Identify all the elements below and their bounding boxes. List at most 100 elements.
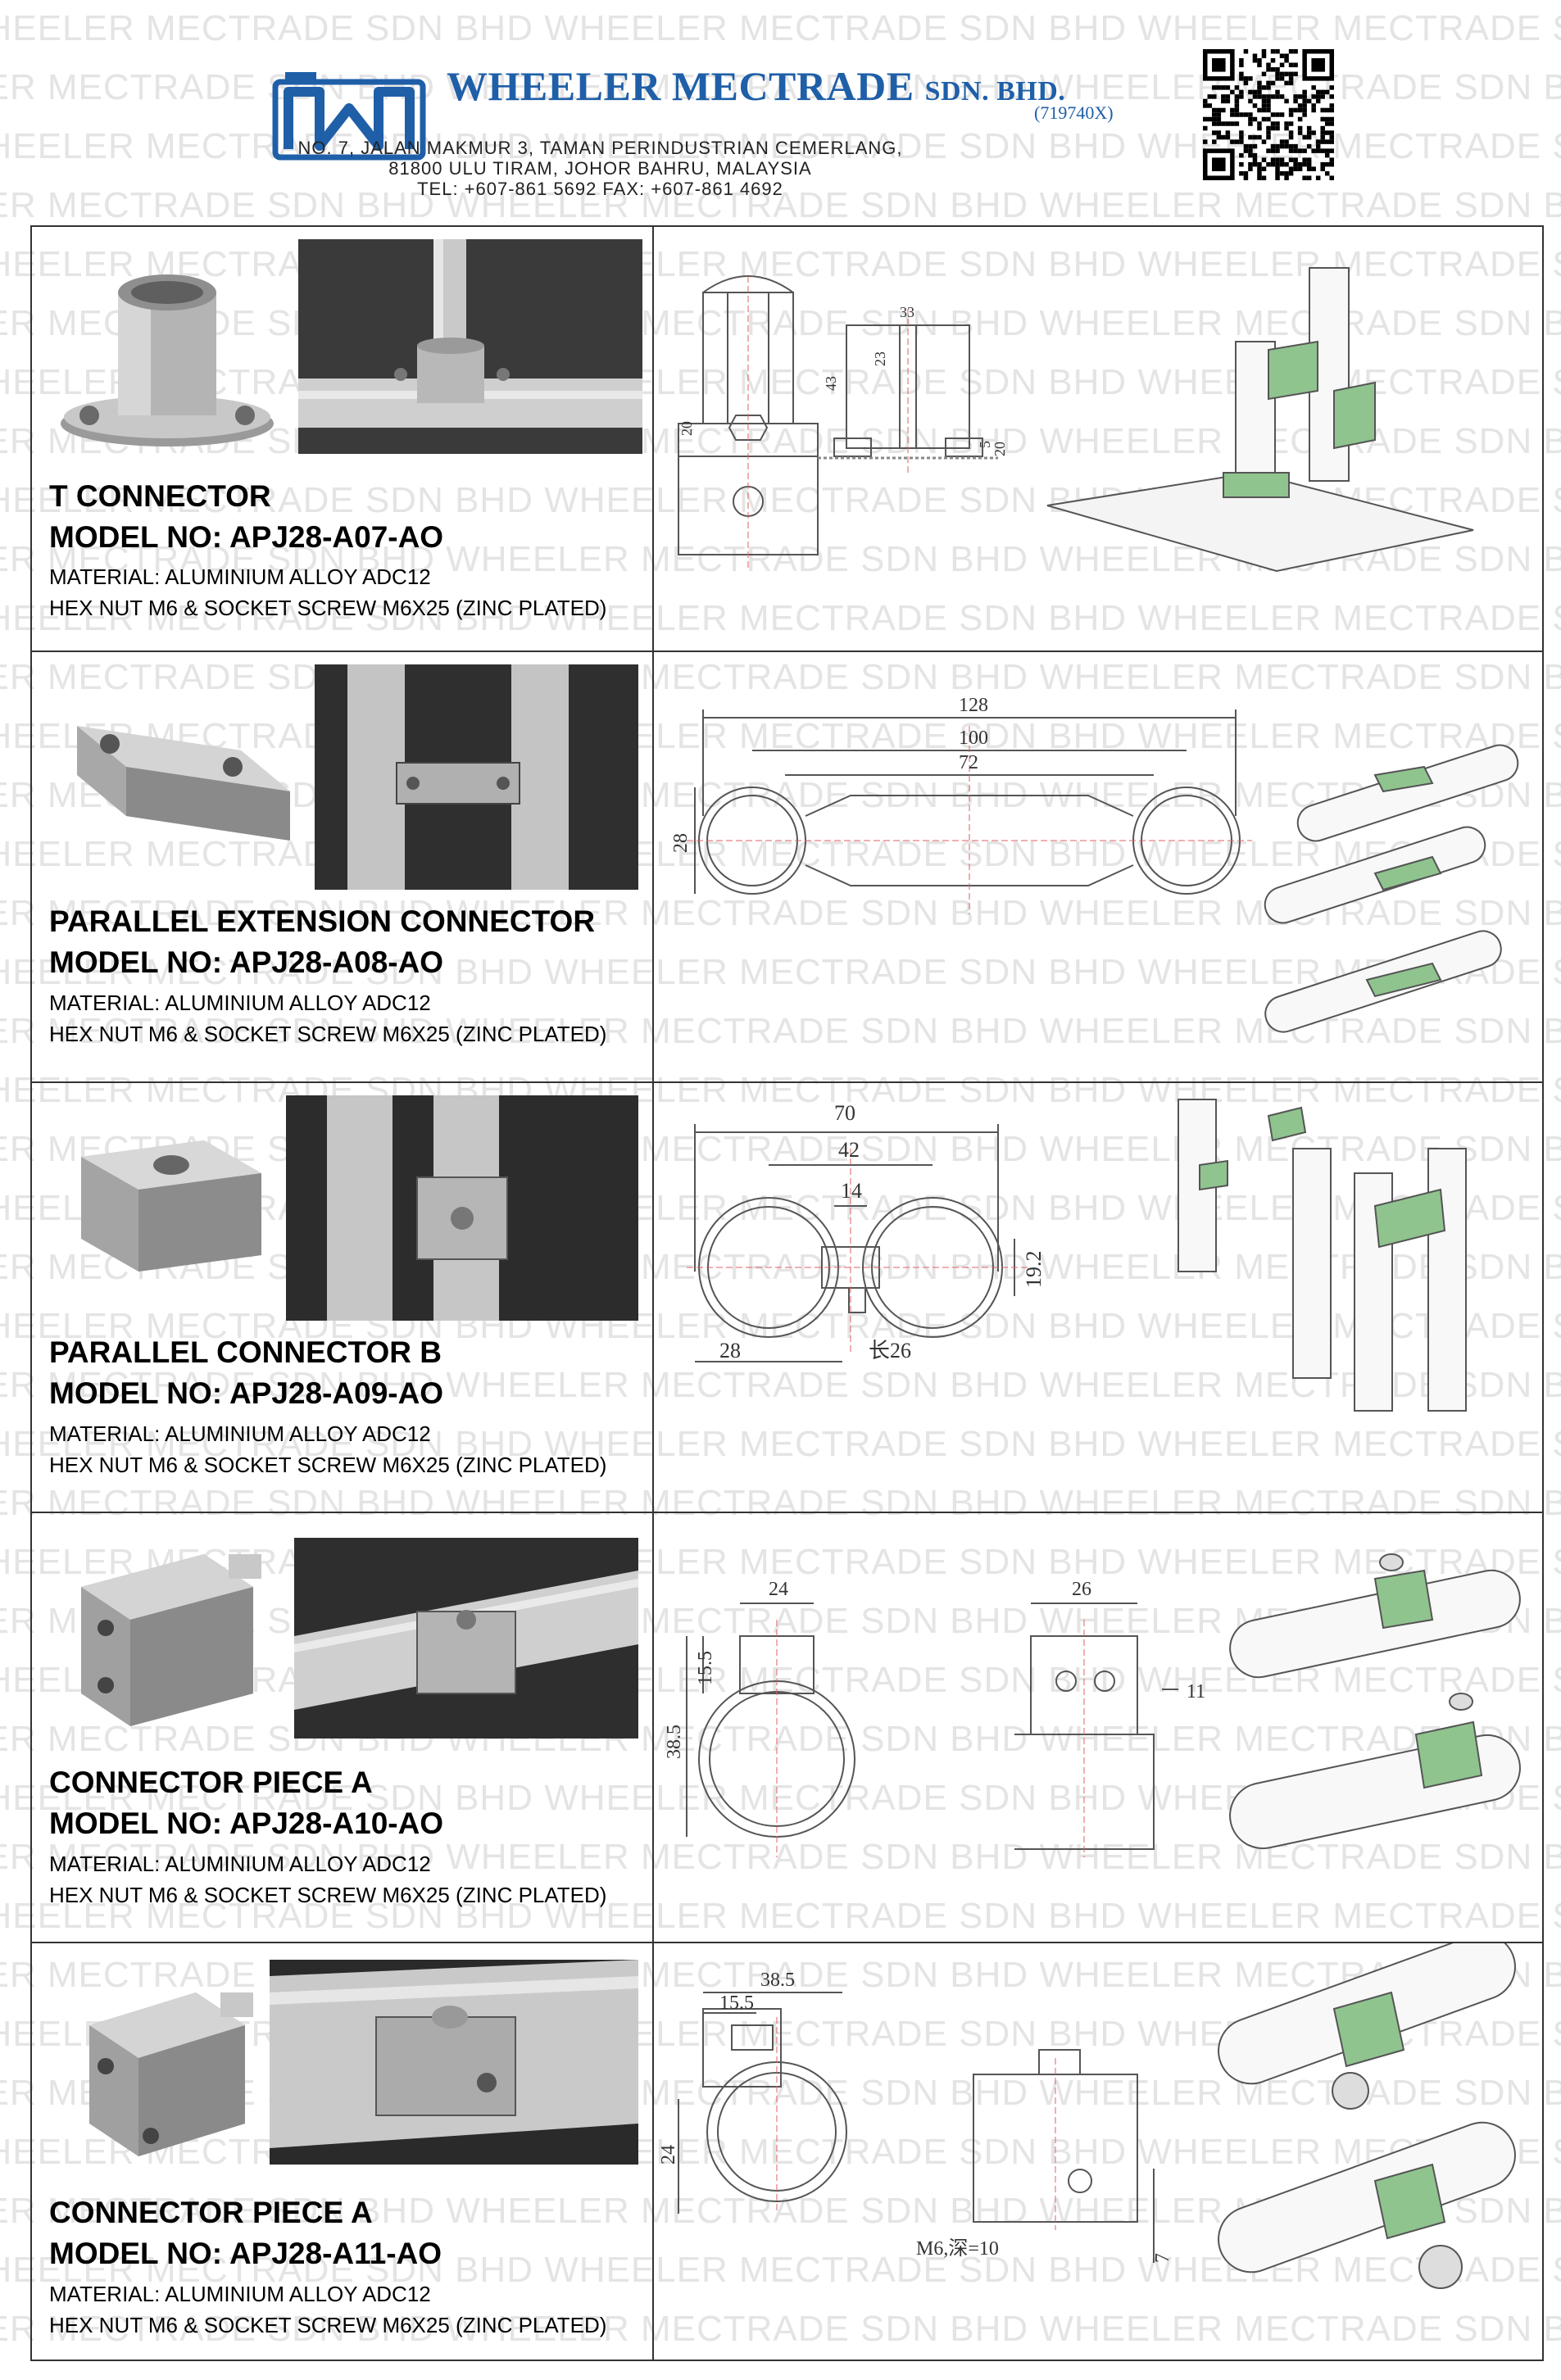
watermark-text: WHEELER MECTRADE SDN BHD WHEELER MECTRAD…	[0, 1955, 1561, 1995]
watermark-text: WHEELER MECTRADE SDN BHD WHEELER MECTRAD…	[0, 185, 1561, 225]
company-name: WHEELER MECTRADE SDN. BHD.	[447, 63, 1066, 109]
product-photo	[61, 274, 274, 447]
product-hardware: HEX NUT M6 & SOCKET SCREW M6X25 (ZINC PL…	[49, 2313, 607, 2337]
watermark-text: WHEELER MECTRADE SDN BHD WHEELER MECTRAD…	[0, 2309, 1561, 2349]
product-drawing-cell: 20 43 23 33 5 20	[654, 227, 1542, 651]
watermark-text: WHEELER MECTRADE SDN BHD WHEELER MECTRAD…	[0, 8, 1561, 48]
product-hardware: HEX NUT M6 & SOCKET SCREW M6X25 (ZINC PL…	[49, 1453, 607, 1477]
product-installed-photo	[298, 239, 642, 454]
dimension-label: 43	[823, 376, 839, 391]
product-drawing-cell: 38.5 15.5 24 M6,深=10 7	[654, 1943, 1542, 2360]
product-row: CONNECTOR PIECE A MODEL NO: APJ28-A10-AO…	[32, 1513, 1542, 1943]
dimension-label: 7	[1152, 2253, 1173, 2263]
product-photo	[81, 1554, 261, 1726]
address-line-2: 81800 ULU TIRAM, JOHOR BAHRU, MALAYSIA	[388, 158, 812, 179]
watermark-text: WHEELER MECTRADE SDN BHD WHEELER MECTRAD…	[0, 244, 1561, 284]
technical-drawing: 128 100 72 28	[670, 695, 1519, 1033]
assembly-illustration	[1264, 744, 1519, 1033]
product-model: MODEL NO: APJ28-A10-AO	[49, 1807, 444, 1840]
product-info-cell: CONNECTOR PIECE A MODEL NO: APJ28-A11-AO…	[32, 1943, 654, 2360]
product-material: MATERIAL: ALUMINIUM ALLOY ADC12	[49, 564, 431, 589]
qr-code[interactable]	[1203, 49, 1334, 180]
address-line-1: NO. 7, JALAN MAKMUR 3, TAMAN PERINDUSTRI…	[297, 138, 903, 158]
product-hardware: HEX NUT M6 & SOCKET SCREW M6X25 (ZINC PL…	[49, 596, 607, 620]
dimension-label: 24	[769, 1579, 788, 1600]
product-info-cell: CONNECTOR PIECE A MODEL NO: APJ28-A10-AO…	[32, 1513, 654, 1942]
product-material: MATERIAL: ALUMINIUM ALLOY ADC12	[49, 1421, 431, 1446]
dimension-label: 128	[959, 695, 988, 716]
product-name: PARALLEL EXTENSION CONNECTOR	[49, 904, 596, 938]
technical-drawing: 20 43 23 33 5 20	[678, 267, 1474, 573]
registration-number: (719740X)	[1034, 102, 1114, 123]
product-row: PARALLEL CONNECTOR B MODEL NO: APJ28-A09…	[32, 1083, 1542, 1513]
assembly-illustration	[1229, 1553, 1521, 1850]
product-material: MATERIAL: ALUMINIUM ALLOY ADC12	[49, 991, 431, 1015]
technical-drawing: 70 42 14 19.2 28 长26	[687, 1099, 1467, 1412]
assembly-illustration	[1178, 1099, 1467, 1412]
product-drawing-cell: 24 15.5 38.5 26 11	[654, 1513, 1542, 1942]
product-info-cell: T CONNECTOR MODEL NO: APJ28-A07-AO MATER…	[32, 227, 654, 651]
product-model: MODEL NO: APJ28-A11-AO	[49, 2237, 442, 2270]
watermark-text: WHEELER MECTRADE SDN BHD WHEELER MECTRAD…	[0, 952, 1561, 992]
dimension-label: 5	[977, 441, 993, 448]
dimension-label: 长26	[869, 1339, 911, 1362]
product-photo	[89, 1992, 253, 2156]
watermark-text: WHEELER MECTRADE SDN BHD WHEELER MECTRAD…	[0, 2132, 1561, 2172]
dimension-label: 72	[959, 752, 978, 773]
product-material: MATERIAL: ALUMINIUM ALLOY ADC12	[49, 2282, 431, 2306]
watermark-text: WHEELER MECTRADE SDN BHD WHEELER MECTRAD…	[0, 67, 1561, 107]
dimension-label: 11	[1187, 1681, 1205, 1702]
watermark-text: WHEELER MECTRADE SDN BHD WHEELER MECTRAD…	[0, 716, 1561, 756]
watermark-text: WHEELER MECTRADE SDN BHD WHEELER MECTRAD…	[0, 657, 1561, 697]
letterhead: WHEELER MECTRADE SDN. BHD. (719740X) NO.…	[0, 0, 1561, 221]
dimension-label: 15.5	[695, 1651, 716, 1685]
watermark-text: WHEELER MECTRADE SDN BHD WHEELER MECTRAD…	[0, 1424, 1561, 1464]
product-info-cell: PARALLEL EXTENSION CONNECTOR MODEL NO: A…	[32, 652, 654, 1081]
contact-line: TEL: +607-861 5692 FAX: +607-861 4692	[417, 179, 783, 199]
dimension-label: 19.2	[1022, 1251, 1046, 1289]
watermark-text: WHEELER MECTRADE SDN BHD WHEELER MECTRAD…	[0, 1070, 1561, 1110]
watermark-text: WHEELER MECTRADE SDN BHD WHEELER MECTRAD…	[0, 1896, 1561, 1936]
product-installed-photo	[315, 664, 638, 890]
product-photo	[77, 726, 290, 841]
dimension-label: 28	[719, 1339, 741, 1362]
product-model: MODEL NO: APJ28-A08-AO	[49, 945, 444, 979]
product-info-cell: PARALLEL CONNECTOR B MODEL NO: APJ28-A09…	[32, 1083, 654, 1512]
watermark-text: WHEELER MECTRADE SDN BHD WHEELER MECTRAD…	[0, 1719, 1561, 1759]
product-row: PARALLEL EXTENSION CONNECTOR MODEL NO: A…	[32, 652, 1542, 1083]
product-name: CONNECTOR PIECE A	[49, 2196, 373, 2229]
product-material: MATERIAL: ALUMINIUM ALLOY ADC12	[49, 1852, 431, 1876]
product-installed-photo	[294, 1538, 638, 1739]
assembly-illustration	[1218, 1943, 1516, 2289]
product-installed-photo	[286, 1095, 638, 1321]
dimension-label: 24	[658, 2145, 679, 2165]
technical-drawing: 24 15.5 38.5 26 11	[664, 1553, 1521, 1857]
company-logo	[272, 72, 426, 161]
dimension-label: 20	[678, 421, 695, 436]
dimension-label: 26	[1072, 1579, 1091, 1600]
product-catalog-table: T CONNECTOR MODEL NO: APJ28-A07-AO MATER…	[30, 225, 1544, 2361]
dimension-label: 20	[992, 442, 1008, 456]
watermark-text: WHEELER MECTRADE SDN BHD WHEELER MECTRAD…	[0, 303, 1561, 343]
product-photo	[81, 1140, 261, 1272]
dimension-label: 42	[838, 1138, 860, 1162]
dimension-label: 33	[900, 304, 914, 320]
product-hardware: HEX NUT M6 & SOCKET SCREW M6X25 (ZINC PL…	[49, 1022, 607, 1046]
dimension-label: 100	[959, 728, 988, 749]
product-drawing-cell: 128 100 72 28	[654, 652, 1542, 1081]
watermark-text: WHEELER MECTRADE SDN BHD WHEELER MECTRAD…	[0, 598, 1561, 638]
product-model: MODEL NO: APJ28-A07-AO	[49, 520, 444, 554]
dimension-label: 38.5	[760, 1970, 795, 1991]
watermark-text: WHEELER MECTRADE SDN BHD WHEELER MECTRAD…	[0, 1483, 1561, 1523]
watermark-text: WHEELER MECTRADE SDN BHD WHEELER MECTRAD…	[0, 1837, 1561, 1877]
product-name: PARALLEL CONNECTOR B	[49, 1335, 442, 1369]
product-row: T CONNECTOR MODEL NO: APJ28-A07-AO MATER…	[32, 227, 1542, 652]
product-model: MODEL NO: APJ28-A09-AO	[49, 1376, 444, 1410]
product-hardware: HEX NUT M6 & SOCKET SCREW M6X25 (ZINC PL…	[49, 1883, 607, 1907]
dimension-label: 70	[834, 1101, 855, 1125]
dimension-label: 28	[670, 833, 692, 853]
product-name: CONNECTOR PIECE A	[49, 1766, 373, 1799]
dimension-label: 38.5	[664, 1725, 685, 1759]
product-drawing-cell: 70 42 14 19.2 28 长26	[654, 1083, 1542, 1512]
technical-drawing: 38.5 15.5 24 M6,深=10 7	[658, 1943, 1516, 2289]
